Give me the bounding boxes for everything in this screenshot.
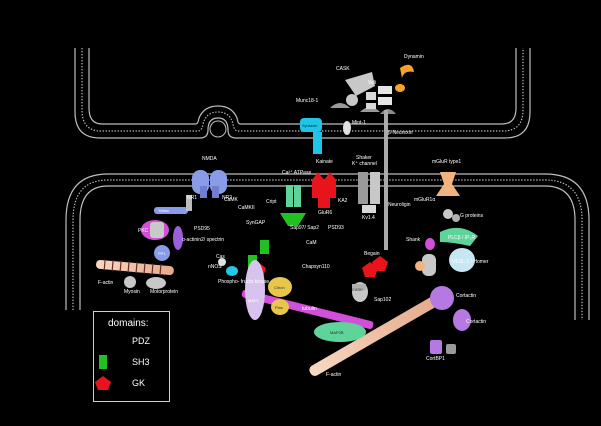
label-cask-post: CASK bbox=[352, 287, 363, 292]
legend-title: domains: bbox=[108, 318, 149, 329]
label-cortbp1: CortBP1 bbox=[426, 356, 445, 362]
label-sap102: Sap102 bbox=[374, 297, 391, 303]
label-pp1: PP1 bbox=[158, 251, 166, 256]
label-shank: Shank bbox=[406, 237, 421, 243]
label-cortactin: Cortactin bbox=[456, 293, 476, 299]
label-citron: Citron bbox=[274, 285, 285, 290]
psd-scaffold-right bbox=[352, 238, 475, 354]
label-nr2: NR2 bbox=[222, 195, 232, 201]
legend-item-sh3: SH3 bbox=[132, 357, 150, 367]
label-phosphofructokinase: Phospho- fructo kinase bbox=[218, 279, 269, 285]
label-yotiao: Yotiao bbox=[158, 208, 170, 213]
label-kainate: Kainate bbox=[316, 159, 333, 165]
label-mglur1: mGluR type1 bbox=[432, 159, 461, 165]
label-cam: CaM bbox=[306, 240, 317, 246]
label-pias: Pias bbox=[275, 305, 283, 310]
label-dynamin: Dynamin bbox=[404, 54, 424, 60]
label-glur6: GluR6 bbox=[318, 210, 332, 216]
presynaptic-membrane bbox=[74, 48, 531, 139]
legend-item-gk: GK bbox=[132, 378, 146, 388]
pdz-domain-icon bbox=[96, 337, 110, 344]
map2b-protein bbox=[314, 322, 366, 342]
label-cas: Cas bbox=[216, 254, 225, 260]
label-cript: Cript bbox=[266, 199, 277, 205]
label-begain: Begain bbox=[364, 251, 380, 257]
label-sap97: Sap97/ Sap2 bbox=[290, 225, 319, 231]
label-psd95: PSD95 bbox=[194, 226, 210, 232]
label-tubulin: tubulin bbox=[302, 306, 317, 312]
label-syntaxin: Syntaxin bbox=[302, 123, 317, 128]
label-kv14: Kv1.4 bbox=[362, 215, 375, 221]
label-mglur1a: mGluR1α bbox=[414, 197, 435, 203]
label-nnos: nNOS bbox=[208, 264, 222, 270]
presynaptic-complex bbox=[300, 64, 414, 250]
label-syngap: SynGAP bbox=[246, 220, 266, 226]
label-chapsyn: Chapsyn110 bbox=[302, 264, 330, 270]
protein-labels: CASK Dynamin Veli Munc18-1 Syntaxin Mint… bbox=[98, 54, 489, 378]
label-munc18: Munc18-1 bbox=[296, 98, 318, 104]
label-shaker: Shaker bbox=[356, 155, 372, 161]
myosin-cluster bbox=[124, 276, 166, 289]
tubulin-filament bbox=[241, 289, 374, 329]
label-motorprotein: Motorprotein bbox=[150, 289, 178, 295]
label-factin-left: F-actin bbox=[98, 280, 114, 286]
label-factin-lower: F-actin bbox=[326, 372, 342, 378]
psd-scaffold-left bbox=[208, 229, 406, 320]
ca-atpase bbox=[280, 185, 306, 226]
label-mint1: Mint-1 bbox=[352, 120, 366, 126]
mglur-receptor bbox=[436, 172, 478, 246]
label-camkii: CaMKII bbox=[238, 205, 255, 211]
factin-left bbox=[96, 259, 174, 276]
label-nmda: NMDA bbox=[202, 156, 217, 162]
sh3-domain-icon bbox=[99, 355, 107, 369]
label-map2b: MAP2B bbox=[330, 330, 344, 335]
label-psd93: PSD93 bbox=[328, 225, 344, 231]
label-k-channel: K⁺ channel bbox=[352, 161, 377, 167]
label-plcb: PLCβ / IP₃R bbox=[448, 235, 476, 241]
label-gproteins: G proteins bbox=[460, 213, 484, 219]
factin-lower bbox=[309, 295, 442, 376]
label-ka2: KA2 bbox=[338, 198, 348, 204]
label-ca-atpase: Ca²⁺ ATPase bbox=[282, 170, 311, 176]
label-camk: CaMK bbox=[224, 197, 239, 203]
legend-item-pdz: PDZ bbox=[132, 336, 150, 346]
label-neuroligin: Neuroligin bbox=[388, 202, 411, 208]
kainate-receptor bbox=[312, 172, 336, 208]
label-neurexin: β-Neurexin bbox=[388, 130, 413, 136]
shaker-k-channel bbox=[358, 172, 380, 213]
label-veli: Veli bbox=[368, 80, 376, 86]
gk-domain-icon bbox=[95, 376, 111, 390]
label-cortactin-2: Cortactin bbox=[466, 319, 486, 325]
label-nr1: NR1 bbox=[187, 195, 197, 201]
label-map1: MAP1 bbox=[248, 298, 260, 303]
nmda-receptor bbox=[192, 170, 227, 198]
label-pkc: PKC bbox=[138, 228, 149, 234]
label-myosin: Myosin bbox=[124, 289, 140, 295]
pkc-pp1-cluster bbox=[141, 195, 192, 261]
domains-legend: domains: PDZ SH3 GK bbox=[93, 311, 170, 402]
label-homer: VESL-1 / Homer bbox=[452, 259, 489, 265]
label-cask: CASK bbox=[336, 66, 350, 72]
label-actinin: α-actinin2/ spectrin bbox=[182, 237, 224, 243]
